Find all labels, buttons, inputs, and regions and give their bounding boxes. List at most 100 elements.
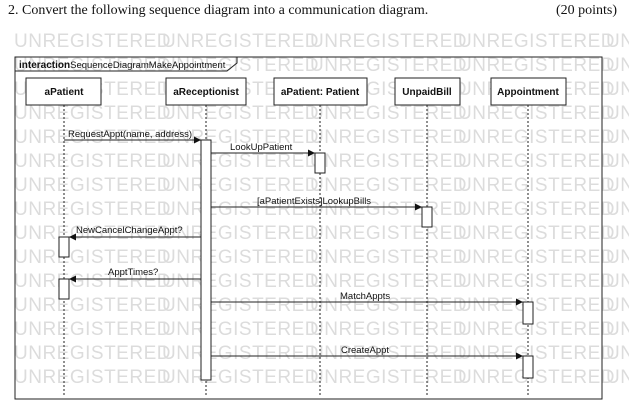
watermark-text: UNREGISTERED: [606, 343, 629, 364]
watermark-text: UNREGISTERED: [606, 55, 629, 76]
message-label: RequestAppt(name, address): [68, 129, 192, 140]
lifeline-unpaidbill: UnpaidBill: [394, 77, 461, 397]
watermark-text: UNREGISTERED: [458, 103, 615, 124]
watermark-text: UNREGISTERED: [14, 247, 171, 268]
watermark-text: UNREGISTERED: [14, 295, 171, 316]
watermark-text: UNREGISTERED: [14, 31, 171, 52]
watermark-text: UNREGISTERED: [310, 223, 467, 244]
message-newcancelchangeappt: NewCancelChangeAppt?: [69, 225, 201, 241]
watermark-text: UNREGISTERED: [310, 175, 467, 196]
watermark-text: UNREGISTERED: [14, 343, 171, 364]
watermark-text: UNREGISTERED: [606, 247, 629, 268]
watermark-text: UNREGISTERED: [310, 127, 467, 148]
frame-keyword: interaction: [19, 60, 70, 71]
message-label: LookUpPatient: [230, 142, 293, 153]
watermark-text: UNREGISTERED: [14, 271, 171, 292]
interaction-frame: [14, 56, 603, 400]
watermark-text: UNREGISTERED: [162, 175, 319, 196]
message-lookuppatient: LookUpPatient: [211, 142, 315, 157]
watermark-text: UNREGISTERED: [458, 271, 615, 292]
message-label: MatchAppts: [340, 291, 390, 302]
watermark-text: UNREGISTERED: [458, 55, 615, 76]
lifeline-label: Appointment: [497, 87, 559, 98]
watermark-text: UNREGISTERED: [310, 247, 467, 268]
message-label: ApptTimes?: [108, 267, 158, 278]
watermark-text: UNREGISTERED: [458, 367, 615, 388]
activation-apatient-2: [58, 278, 70, 300]
watermark-text: UNREGISTERED: [458, 319, 615, 340]
message-createappt: CreateAppt: [211, 345, 523, 360]
watermark-text: UNREGISTERED: [310, 55, 467, 76]
watermark-text: UNREGISTERED: [14, 223, 171, 244]
activation-unpaidbill: [421, 206, 433, 228]
frame-title: interactionSequenceDiagramMakeAppointmen…: [19, 60, 226, 71]
watermark-text: UNREGISTERED: [310, 319, 467, 340]
watermark-text: UNREGISTERED: [606, 79, 629, 100]
watermark-text: UNREGISTERED: [14, 199, 171, 220]
activation-appointment-2: [522, 355, 534, 379]
watermark-text: UNREGISTERED: [458, 247, 615, 268]
watermark-text: UNREGISTERED: [606, 151, 629, 172]
watermark-text: UNREGISTERED: [14, 103, 171, 124]
frame-tab: [15, 57, 238, 72]
watermark-text: UNREGISTERED: [14, 319, 171, 340]
watermark-text: UNREGISTERED: [14, 367, 171, 388]
lifeline-label: UnpaidBill: [402, 87, 452, 98]
activation-apatient-1: [58, 236, 70, 258]
message-appttimes: ApptTimes?: [69, 267, 201, 283]
lifeline-label: aPatient: [45, 87, 85, 98]
watermark-text: UNREGISTERED: [606, 367, 629, 388]
watermark-text: UNREGISTERED: [606, 31, 629, 52]
watermark-text: UNREGISTERED: [606, 223, 629, 244]
watermark-text: UNREGISTERED: [458, 31, 615, 52]
message-requestappt: RequestAppt(name, address): [64, 129, 201, 144]
message-label: [aPatientExists]LookupBills: [257, 196, 371, 207]
watermark-text: UNREGISTERED: [14, 175, 171, 196]
watermark-text: UNREGISTERED: [606, 199, 629, 220]
watermark-text: UNREGISTERED: [606, 175, 629, 196]
watermark-text: UNREGISTERED: [162, 343, 319, 364]
watermark-text: UNREGISTERED: [310, 271, 467, 292]
watermark-text: UNREGISTERED: [458, 295, 615, 316]
watermark-text: UNREGISTERED: [162, 319, 319, 340]
watermark-text: UNREGISTERED: [162, 367, 319, 388]
lifeline-appointment: Appointment: [490, 77, 567, 397]
watermark-text: UNREGISTERED: [162, 295, 319, 316]
lifeline-apatient: aPatient: [25, 77, 102, 397]
watermark-text: UNREGISTERED: [310, 31, 467, 52]
watermark-text: UNREGISTERED: [606, 319, 629, 340]
message-label: NewCancelChangeAppt?: [76, 225, 183, 236]
watermark-text: UNREGISTERED: [162, 31, 319, 52]
watermark-text: UNREGISTERED: [606, 103, 629, 124]
message-matchappts: MatchAppts: [211, 291, 523, 306]
watermark-text: UNREGISTERED: [162, 151, 319, 172]
watermark-text: UNREGISTERED: [606, 295, 629, 316]
watermark-text: UNREGISTERED: [14, 151, 171, 172]
watermark-text: UNREGISTERED: [458, 223, 615, 244]
lifeline-label: aPatient: Patient: [281, 87, 360, 98]
watermark-text: UNREGISTERED: [458, 343, 615, 364]
watermark-text: UNREGISTERED: [162, 271, 319, 292]
message-lookupbills: [aPatientExists]LookupBills: [211, 196, 422, 211]
watermark-text: UNREGISTERED: [310, 367, 467, 388]
watermark-text: UNREGISTERED: [162, 247, 319, 268]
message-label: CreateAppt: [341, 345, 389, 356]
points-label: (20 points): [555, 3, 617, 18]
activation-apatient-patient: [314, 152, 326, 174]
watermark-text: UNREGISTERED: [606, 127, 629, 148]
watermark-text: UNREGISTERED: [162, 103, 319, 124]
watermark-text: UNREGISTERED: [310, 151, 467, 172]
watermark-text: UNREGISTERED: [162, 223, 319, 244]
activation-appointment-1: [522, 301, 534, 325]
watermark-text: UNREGISTERED: [458, 199, 615, 220]
lifeline-label: aReceptionist: [173, 87, 239, 98]
watermark-text: UNREGISTERED: [14, 127, 171, 148]
watermark-text: UNREGISTERED: [606, 271, 629, 292]
frame-name: SequenceDiagramMakeAppointment: [70, 60, 226, 71]
watermark-text: UNREGISTERED: [458, 127, 615, 148]
activation-areceptionist: [200, 139, 212, 381]
watermark-text: UNREGISTERED: [458, 151, 615, 172]
question-text: 2. Convert the following sequence diagra…: [8, 3, 429, 18]
watermark-text: UNREGISTERED: [458, 175, 615, 196]
